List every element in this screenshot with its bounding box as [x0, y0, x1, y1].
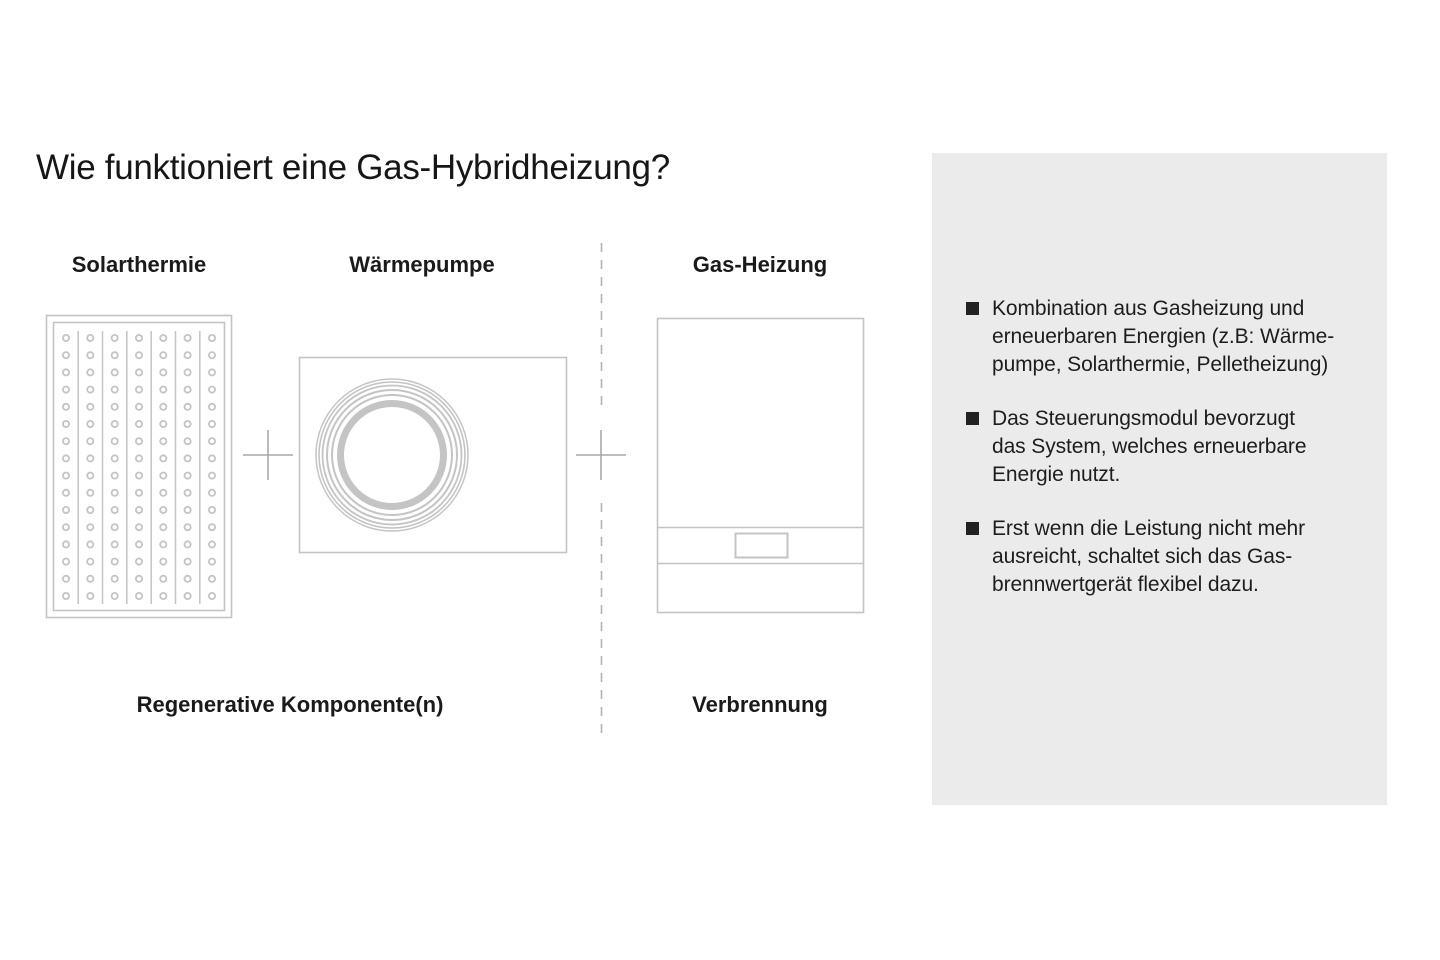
solar-panel-icon	[45, 314, 233, 619]
info-bullet-list: Kombination aus Gasheizung und erneuerba…	[966, 295, 1351, 599]
bullet-square-icon	[966, 522, 979, 535]
bullet-square-icon	[966, 302, 979, 315]
group-label-verbrennung: Verbrennung	[692, 692, 828, 717]
column-label-gas-heizung: Gas-Heizung	[692, 252, 828, 277]
solar-panel-separators	[77, 331, 201, 604]
heat-pump-icon	[298, 356, 568, 554]
list-item: Das Steuerungsmodul bevorzugt das System…	[966, 405, 1351, 489]
bullet-text: Erst wenn die Leistung nicht mehr ausrei…	[992, 517, 1306, 596]
bullet-text: Das Steuerungsmodul bevorzugt das System…	[992, 407, 1307, 486]
bullet-text: Kombination aus Gasheizung und erneuerba…	[992, 297, 1335, 376]
info-panel: Kombination aus Gasheizung und erneuerba…	[932, 153, 1387, 805]
boiler-display	[734, 532, 789, 559]
column-label-solarthermie: Solarthermie	[71, 252, 207, 277]
page-title: Wie funktioniert eine Gas-Hybridheizung?	[36, 148, 670, 187]
group-label-regenerative: Regenerative Komponente(n)	[136, 692, 444, 717]
plus-icon	[243, 430, 293, 480]
solar-panel-dots	[62, 333, 216, 601]
list-item: Erst wenn die Leistung nicht mehr ausrei…	[966, 515, 1351, 599]
gas-boiler-icon	[656, 317, 865, 614]
plus-icon	[576, 430, 626, 480]
bullet-square-icon	[966, 412, 979, 425]
list-item: Kombination aus Gasheizung und erneuerba…	[966, 295, 1351, 379]
column-label-waermepumpe: Wärmepumpe	[349, 252, 495, 277]
